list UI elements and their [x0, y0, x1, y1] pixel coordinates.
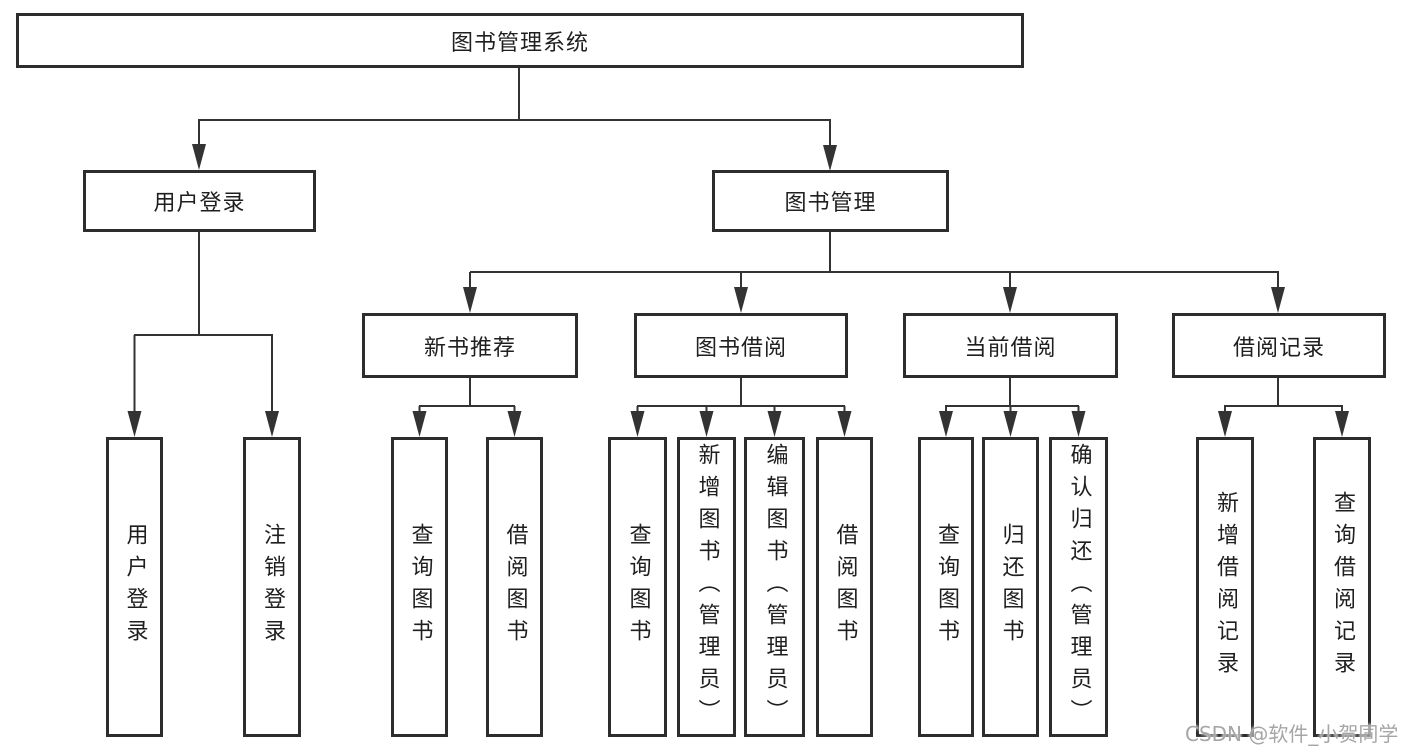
- csdn-watermark: CSDN @软件_小贺同学: [1185, 722, 1399, 746]
- leaf-label: 用户登录: [122, 523, 148, 651]
- leaf-label: 查询借阅记录: [1330, 491, 1355, 683]
- leaf-add-borrow-record: 新增借阅记录: [1196, 437, 1254, 737]
- leaf-logout-login: 注销登录: [243, 437, 301, 737]
- leaf-add-books-admin: 新增图书（管理员）: [677, 437, 736, 737]
- leaf-label: 查询图书: [625, 523, 651, 651]
- node-user-login: 用户登录: [83, 170, 316, 232]
- node-label: 新书推荐: [423, 335, 516, 361]
- leaf-label: 借阅图书: [832, 523, 858, 651]
- leaf-return-books: 归还图书: [982, 437, 1039, 737]
- node-label: 用户登录: [153, 191, 246, 216]
- leaf-label: 查询图书: [934, 523, 959, 651]
- leaf-query-books: 查询图书: [608, 437, 667, 737]
- leaf-label: 借阅图书: [502, 523, 528, 651]
- arrowheads: [127, 144, 1349, 437]
- leaf-borrow-books: 借阅图书: [816, 437, 873, 737]
- node-borrowing-records: 借阅记录: [1172, 313, 1386, 378]
- leaf-confirm-return-admin: 确认归还（管理员）: [1049, 437, 1108, 737]
- leaf-query-books: 查询图书: [918, 437, 974, 737]
- leaf-label: 编辑图书（管理员）: [762, 443, 788, 731]
- leaf-label: 归还图书: [998, 523, 1024, 651]
- node-book-management: 图书管理: [712, 170, 949, 232]
- leaf-label: 新增图书（管理员）: [694, 443, 720, 731]
- leaf-label: 查询图书: [407, 523, 433, 651]
- node-library-management-system: 图书管理系统: [16, 13, 1024, 68]
- node-label: 图书借阅: [694, 335, 787, 361]
- leaf-label: 新增借阅记录: [1213, 491, 1238, 683]
- node-book-borrowing: 图书借阅: [634, 313, 848, 378]
- leaf-query-books: 查询图书: [391, 437, 448, 737]
- leaf-edit-books-admin: 编辑图书（管理员）: [744, 437, 805, 737]
- node-new-book-recommend: 新书推荐: [362, 313, 578, 378]
- leaf-label: 注销登录: [260, 523, 285, 651]
- node-label: 借阅记录: [1232, 335, 1325, 361]
- node-current-borrowing: 当前借阅: [903, 313, 1118, 378]
- leaf-user-login: 用户登录: [106, 437, 163, 737]
- node-label: 图书管理系统: [450, 30, 589, 56]
- node-label: 当前借阅: [964, 335, 1057, 361]
- leaf-query-borrow-record: 查询借阅记录: [1313, 437, 1371, 737]
- node-label: 图书管理: [784, 191, 877, 216]
- leaf-label: 确认归还（管理员）: [1066, 443, 1092, 731]
- leaf-borrow-books: 借阅图书: [486, 437, 543, 737]
